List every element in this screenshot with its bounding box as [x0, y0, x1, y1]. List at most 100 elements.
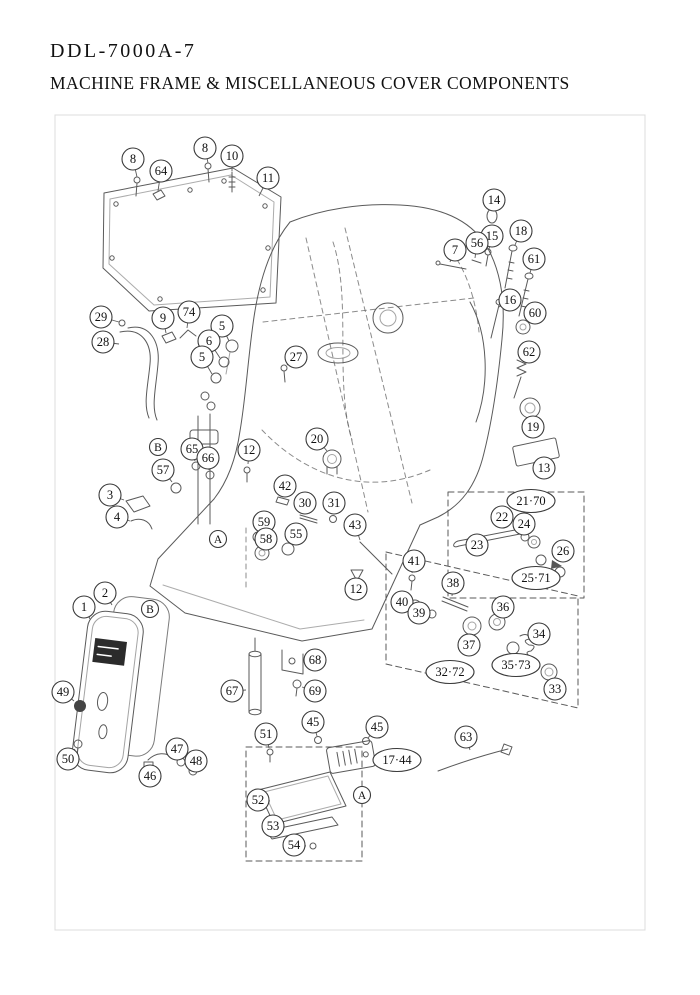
right-side-fasteners [435, 208, 560, 467]
callout-balloon [89, 305, 113, 329]
carrying-handle [118, 319, 197, 421]
callout-label: 30 [299, 496, 312, 510]
callout-label: 3 [107, 488, 113, 502]
callout-balloon [282, 833, 306, 857]
callout-label: 2 [102, 586, 108, 600]
callout-balloon [220, 679, 244, 703]
callout-label: 17·44 [382, 753, 412, 767]
callout-balloon [344, 577, 368, 601]
ref-letter-balloon [208, 529, 228, 549]
callout-label: 24 [518, 517, 531, 531]
callout-balloon [220, 144, 244, 168]
callout-balloon [511, 565, 561, 591]
callout-label: 19 [527, 420, 540, 434]
callout-balloon [443, 238, 467, 262]
callout-balloon [193, 136, 217, 160]
callout-balloon [441, 571, 465, 595]
callout-balloon [465, 533, 489, 557]
callout-balloon [498, 288, 522, 312]
callout-balloon [256, 166, 280, 190]
callout-label: 7 [452, 243, 458, 257]
callout-balloon [98, 483, 122, 507]
callout-label: 63 [460, 730, 473, 744]
callout-balloon [72, 595, 96, 619]
callout-label: 55 [290, 527, 303, 541]
callout-label: 14 [488, 193, 501, 207]
callout-label: 62 [523, 345, 536, 359]
callout-balloon [254, 527, 278, 551]
callout-label: 61 [528, 252, 541, 266]
callout-balloon [407, 601, 431, 625]
callout-balloon [177, 300, 201, 324]
callout-label: 60 [529, 306, 542, 320]
callout-label: 33 [549, 682, 562, 696]
document-header: DDL-7000A-7 MACHINE FRAME & MISCELLANEOU… [50, 40, 570, 93]
callout-label: 10 [226, 149, 239, 163]
callout-balloon [184, 749, 208, 773]
callout-label: 23 [471, 538, 484, 552]
callout-balloon [273, 474, 297, 498]
callout-label: 20 [311, 432, 324, 446]
callout-label: 43 [349, 518, 362, 532]
callout-label: 51 [260, 727, 273, 741]
callout-label: 58 [260, 532, 273, 546]
callout-label: A [358, 790, 367, 802]
callout-label: 27 [290, 350, 303, 364]
callout-balloon [343, 513, 367, 537]
callout-label: 50 [62, 752, 75, 766]
callout-label: 41 [408, 554, 421, 568]
callout-balloon [303, 648, 327, 672]
callout-label: 49 [57, 685, 70, 699]
callout-balloon [465, 231, 489, 255]
callout-label: 5 [219, 319, 225, 333]
callout-balloon [454, 725, 478, 749]
callout-balloon [303, 679, 327, 703]
callout-label: B [146, 604, 154, 616]
callout-label: 25·71 [521, 571, 550, 585]
callout-label: 57 [157, 463, 170, 477]
callout-balloon [491, 595, 515, 619]
callout-balloon [284, 345, 308, 369]
callout-label: 39 [413, 606, 426, 620]
callout-label: 28 [97, 335, 110, 349]
callout-label: 16 [504, 293, 517, 307]
callout-label: 53 [267, 819, 280, 833]
callout-label: 56 [471, 236, 484, 250]
callout-label: 68 [309, 653, 322, 667]
machine-line-art [71, 162, 585, 862]
callout-label: 48 [190, 754, 203, 768]
callout-label: 46 [144, 769, 157, 783]
callout-balloon [254, 722, 278, 746]
callout-label: 38 [447, 576, 460, 590]
callout-balloon [491, 652, 541, 678]
callout-balloon [51, 680, 75, 704]
callout-balloon [151, 458, 175, 482]
callout-label: 31 [328, 496, 341, 510]
callout-label: 12 [350, 582, 363, 596]
callout-label: 67 [226, 684, 239, 698]
rear-cover-plate [102, 167, 282, 312]
callout-label: 37 [463, 638, 476, 652]
callout-balloon [105, 505, 129, 529]
callout-balloon [512, 512, 536, 536]
callout-label: 21·70 [516, 494, 545, 508]
callout-balloon [121, 147, 145, 171]
callout-label: 5 [199, 350, 205, 364]
callout-balloon [210, 314, 234, 338]
callout-label: 32·72 [435, 665, 464, 679]
callout-balloon [517, 340, 541, 364]
machine-arm [149, 204, 504, 642]
callout-balloon [551, 539, 575, 563]
callout-balloon [246, 788, 270, 812]
callout-balloon [506, 488, 556, 514]
callout-label: 45 [307, 715, 320, 729]
callout-label: 69 [309, 684, 322, 698]
callout-balloon [372, 747, 422, 773]
callout-label: 12 [243, 443, 256, 457]
diagram-border [54, 114, 646, 931]
callout-label: 47 [171, 742, 184, 756]
callout-label: 1 [81, 600, 87, 614]
